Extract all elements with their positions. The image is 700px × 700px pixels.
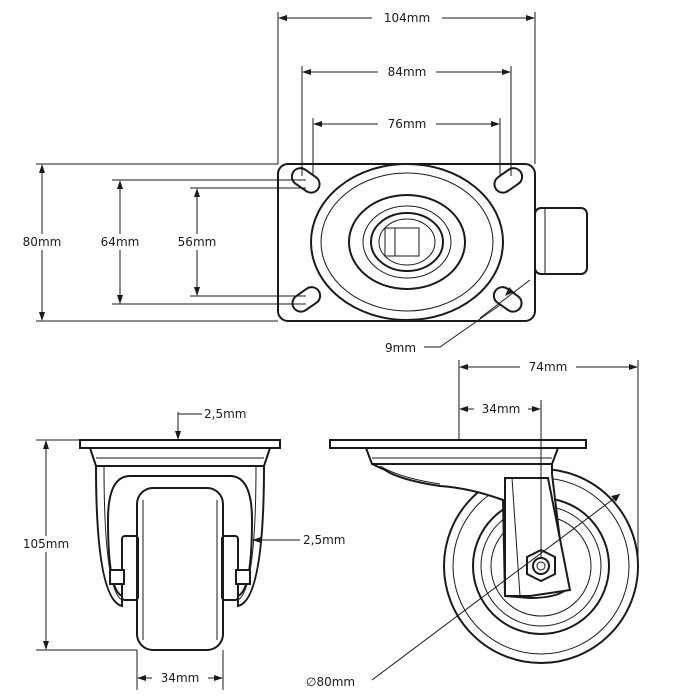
top-wheel-protrusion bbox=[534, 207, 588, 275]
dim-top-width-overall: 104mm bbox=[384, 11, 430, 25]
dim-side-offset: 74mm bbox=[529, 360, 568, 374]
dim-top-hole-vertical-inner: 56mm bbox=[178, 235, 217, 249]
dim-front-plate-thickness: 2,5mm bbox=[204, 407, 246, 421]
dim-side-axle-offset: 34mm bbox=[482, 402, 521, 416]
dim-front-height: 105mm bbox=[23, 537, 69, 551]
front-mounting-plate bbox=[79, 439, 281, 449]
front-view: 2,5mm 105mm 2,5mm 34mm bbox=[16, 407, 345, 690]
top-kingpin bbox=[384, 227, 420, 257]
dim-front-side-gap: 2,5mm bbox=[303, 533, 345, 547]
dim-top-hole-spacing-inner: 76mm bbox=[388, 117, 427, 131]
side-mounting-plate bbox=[329, 439, 587, 449]
dim-top-plate-height: 80mm bbox=[23, 235, 62, 249]
dim-top-hole-spacing-outer: 84mm bbox=[388, 65, 427, 79]
dim-front-wheel-width: 34mm bbox=[161, 671, 200, 685]
top-swivel-ring-outer bbox=[310, 163, 504, 321]
top-bolt-holes bbox=[290, 167, 524, 313]
dim-wheel-diameter: ∅80mm bbox=[306, 675, 355, 689]
side-axle-nut bbox=[526, 548, 556, 583]
top-mounting-plate bbox=[277, 163, 536, 322]
top-view: 104mm 84mm 76mm 80mm 64mm 56mm 9mm bbox=[14, 9, 588, 355]
dim-top-hole-vertical-outer: 64mm bbox=[101, 235, 140, 249]
front-fork bbox=[95, 465, 265, 608]
front-wheel bbox=[136, 487, 224, 651]
dim-bolt-hole: 9mm bbox=[385, 341, 416, 355]
side-view: 74mm 34mm ∅80mm bbox=[306, 359, 639, 689]
